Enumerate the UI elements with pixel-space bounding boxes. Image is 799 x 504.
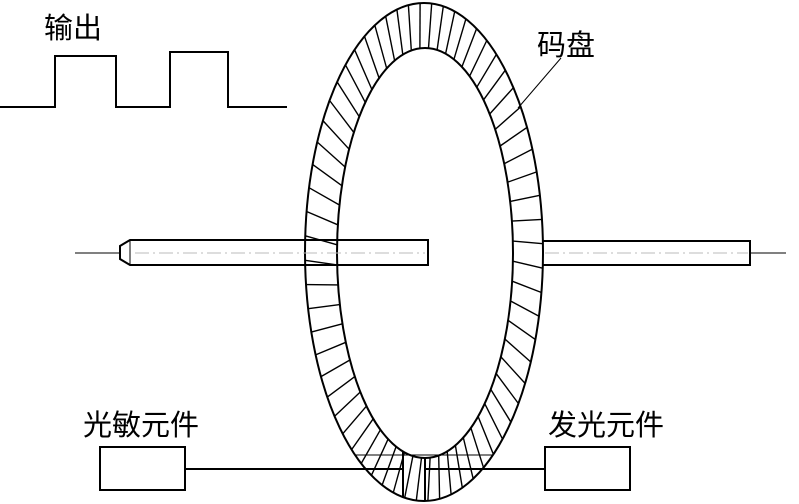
code-mark <box>306 210 339 226</box>
code-mark <box>407 5 412 51</box>
code-mark <box>476 54 498 88</box>
code-mark <box>315 341 347 356</box>
code-mark <box>446 451 452 495</box>
code-mark <box>495 373 519 404</box>
code-mark <box>351 418 374 451</box>
code-mark <box>482 69 506 101</box>
code-mark <box>499 126 528 147</box>
code-mark <box>385 16 396 61</box>
light-element-label: 发光元件 <box>548 408 664 442</box>
code-mark <box>511 218 543 222</box>
code-mark <box>311 323 343 333</box>
code-mark <box>444 11 456 54</box>
code-mark <box>329 100 355 133</box>
disk-label: 码盘 <box>537 28 595 62</box>
code-mark <box>322 120 350 150</box>
code-mark <box>500 356 526 384</box>
code-mark <box>312 163 343 187</box>
code-mark <box>438 455 441 499</box>
code-mark <box>507 319 536 341</box>
photo-element-box <box>99 446 186 491</box>
code-mark <box>363 36 380 79</box>
code-mark <box>484 403 504 440</box>
code-mark <box>344 64 366 103</box>
code-mark <box>507 171 537 183</box>
photo-element-label: 光敏元件 <box>83 408 199 442</box>
code-mark <box>353 49 373 90</box>
code-mark <box>404 455 414 498</box>
code-mark <box>477 416 495 455</box>
code-mark <box>468 40 488 77</box>
disk-leader-line <box>517 57 562 109</box>
code-mark <box>512 260 543 269</box>
code-mark <box>326 376 356 398</box>
code-mark <box>308 303 340 310</box>
code-mark <box>308 187 340 206</box>
code-mark <box>360 429 382 464</box>
output-label: 输出 <box>44 11 102 45</box>
code-mark <box>510 194 541 203</box>
code-mark <box>489 87 514 115</box>
code-mark <box>461 28 478 68</box>
code-mark <box>510 300 540 317</box>
code-mark <box>334 391 361 417</box>
code-mark <box>336 81 360 118</box>
code-mark <box>503 148 533 165</box>
code-mark <box>316 141 346 168</box>
code-mark <box>504 338 532 363</box>
code-disk-outer-edge <box>304 2 544 502</box>
code-mark <box>494 106 522 130</box>
code-mark <box>453 18 467 60</box>
code-mark <box>436 6 444 51</box>
output-square-wave <box>0 51 287 108</box>
light-element-box <box>544 446 631 491</box>
code-mark <box>427 3 433 49</box>
code-mark <box>490 388 512 423</box>
code-mark <box>342 405 368 435</box>
code-mark <box>454 445 463 488</box>
code-mark <box>320 359 351 378</box>
code-mark <box>511 280 542 294</box>
code-disk-ring-fill <box>305 3 543 501</box>
code-disk-marks <box>305 3 543 501</box>
code-mark <box>396 9 404 55</box>
code-mark <box>462 437 474 479</box>
code-mark <box>374 25 388 69</box>
code-mark <box>427 457 431 501</box>
code-mark <box>415 457 423 501</box>
code-mark <box>381 446 397 486</box>
code-mark <box>470 427 485 468</box>
code-mark <box>512 240 543 245</box>
